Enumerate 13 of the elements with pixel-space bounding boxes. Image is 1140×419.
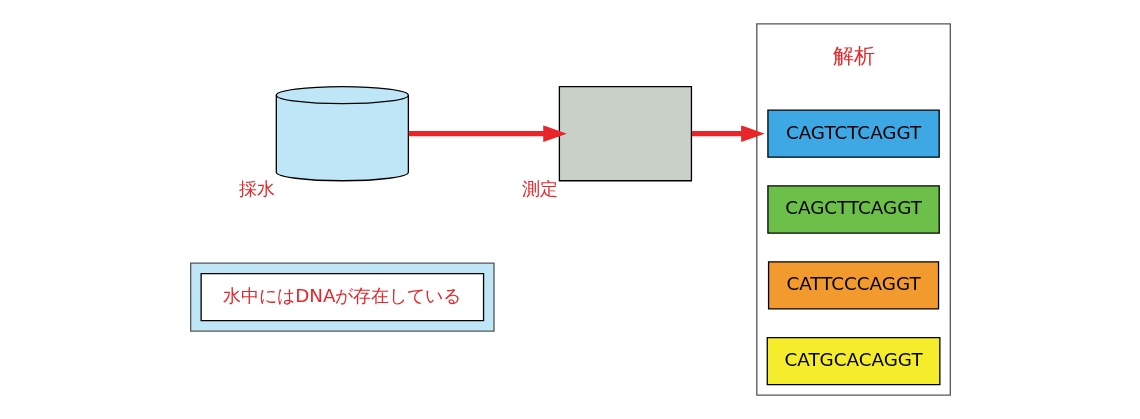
node-label: 採水 — [238, 178, 275, 200]
node-box: CATGCACAGGT — [766, 336, 940, 386]
node-box: 水中にはDNAが存在している — [200, 272, 484, 322]
node-box: CATTCCCAGGT — [767, 261, 939, 310]
node-label: 解析 — [832, 43, 875, 68]
arrow — [408, 125, 567, 142]
node-box — [558, 85, 692, 182]
arrow — [691, 125, 765, 142]
cluster — [755, 23, 951, 396]
node-box: CAGCTTCAGGT — [766, 185, 940, 234]
node-label: 測定 — [521, 178, 558, 200]
node-box: CAGTCTCAGGT — [766, 109, 940, 158]
cluster — [189, 262, 495, 332]
